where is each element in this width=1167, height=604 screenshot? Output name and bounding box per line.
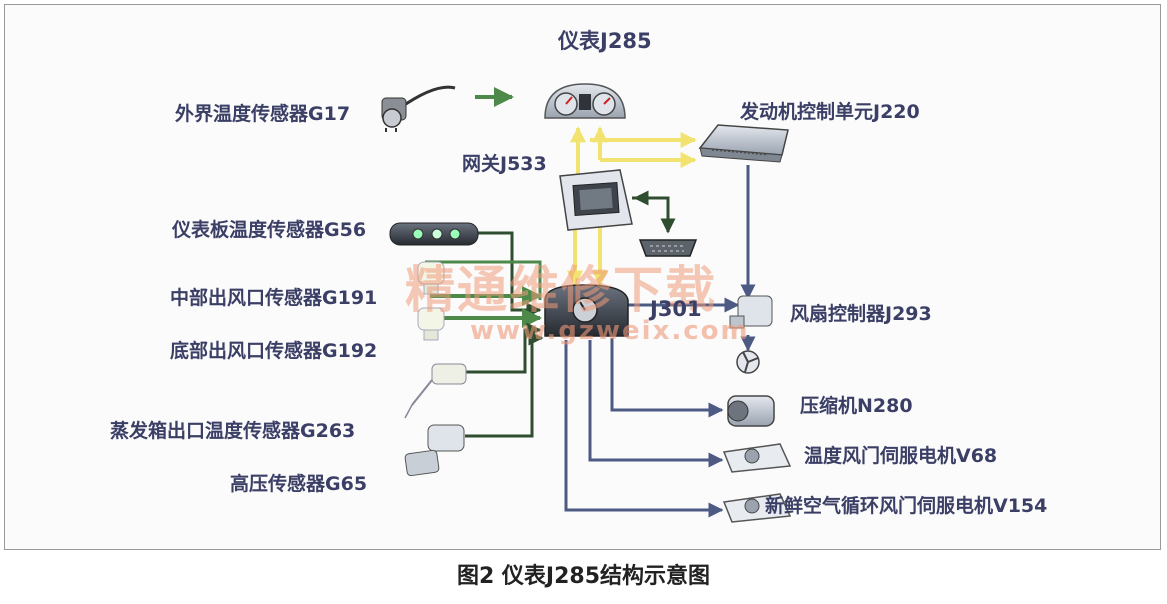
link-j301-v68 xyxy=(588,340,724,468)
connection-lines xyxy=(425,87,756,518)
label-v154: 新鲜空气循环风门伺服电机V154 xyxy=(765,494,1047,517)
link-j301-n280 xyxy=(610,338,724,418)
label-j220: 发动机控制单元J220 xyxy=(739,100,920,123)
label-g263: 蒸发箱出口温度传感器G263 xyxy=(110,419,355,442)
compressor-icon xyxy=(727,395,775,427)
link-gateway-obd xyxy=(632,196,676,234)
label-g56: 仪表板温度传感器G56 xyxy=(171,218,366,241)
temperature-flap-servo-icon xyxy=(722,443,792,473)
fresh-air-flap-servo-icon xyxy=(722,493,792,523)
label-v68: 温度风门伺服电机V68 xyxy=(804,444,997,467)
label-j293: 风扇控制器J293 xyxy=(790,302,932,325)
diagnostic-connector-icon xyxy=(638,239,698,257)
watermark-text: 精通维修下载 xyxy=(405,260,717,319)
label-g191: 中部出风口传感器G191 xyxy=(170,286,377,309)
label-j301: J301 xyxy=(648,297,702,321)
link-j301-v154 xyxy=(564,340,724,518)
link-g65-j301 xyxy=(465,330,544,438)
engine-control-unit-icon xyxy=(698,124,789,163)
floor-vent-sensor-icon xyxy=(417,307,445,341)
figure-caption: 图2 仪表J285结构示意图 xyxy=(456,564,711,589)
outside-temp-sensor-icon xyxy=(381,85,456,132)
dashboard-temp-sensor-icon xyxy=(389,222,479,246)
high-pressure-sensor-icon xyxy=(404,424,465,477)
label-g65: 高压传感器G65 xyxy=(230,472,367,495)
blower-fan-icon xyxy=(736,350,760,374)
label-j285: 仪表J285 xyxy=(557,29,652,53)
center-vent-sensor-icon xyxy=(417,261,445,295)
gateway-icon xyxy=(559,169,633,231)
evaporator-temp-sensor-icon xyxy=(404,363,467,419)
watermark-url: www.gzweix.com xyxy=(470,316,750,346)
instrument-cluster-icon xyxy=(544,83,626,119)
system-diagram: 精通维修下载 www.gzweix.com 仪表J285 外界温度传感器G17 … xyxy=(110,29,1047,523)
ac-control-unit-icon xyxy=(544,284,629,337)
fan-controller-icon xyxy=(729,295,773,329)
link-g263-j301 xyxy=(465,322,542,374)
label-n280: 压缩机N280 xyxy=(800,394,913,417)
label-g17: 外界温度传感器G17 xyxy=(175,102,350,125)
label-g192: 底部出风口传感器G192 xyxy=(170,339,377,362)
label-j533: 网关J533 xyxy=(462,152,547,175)
